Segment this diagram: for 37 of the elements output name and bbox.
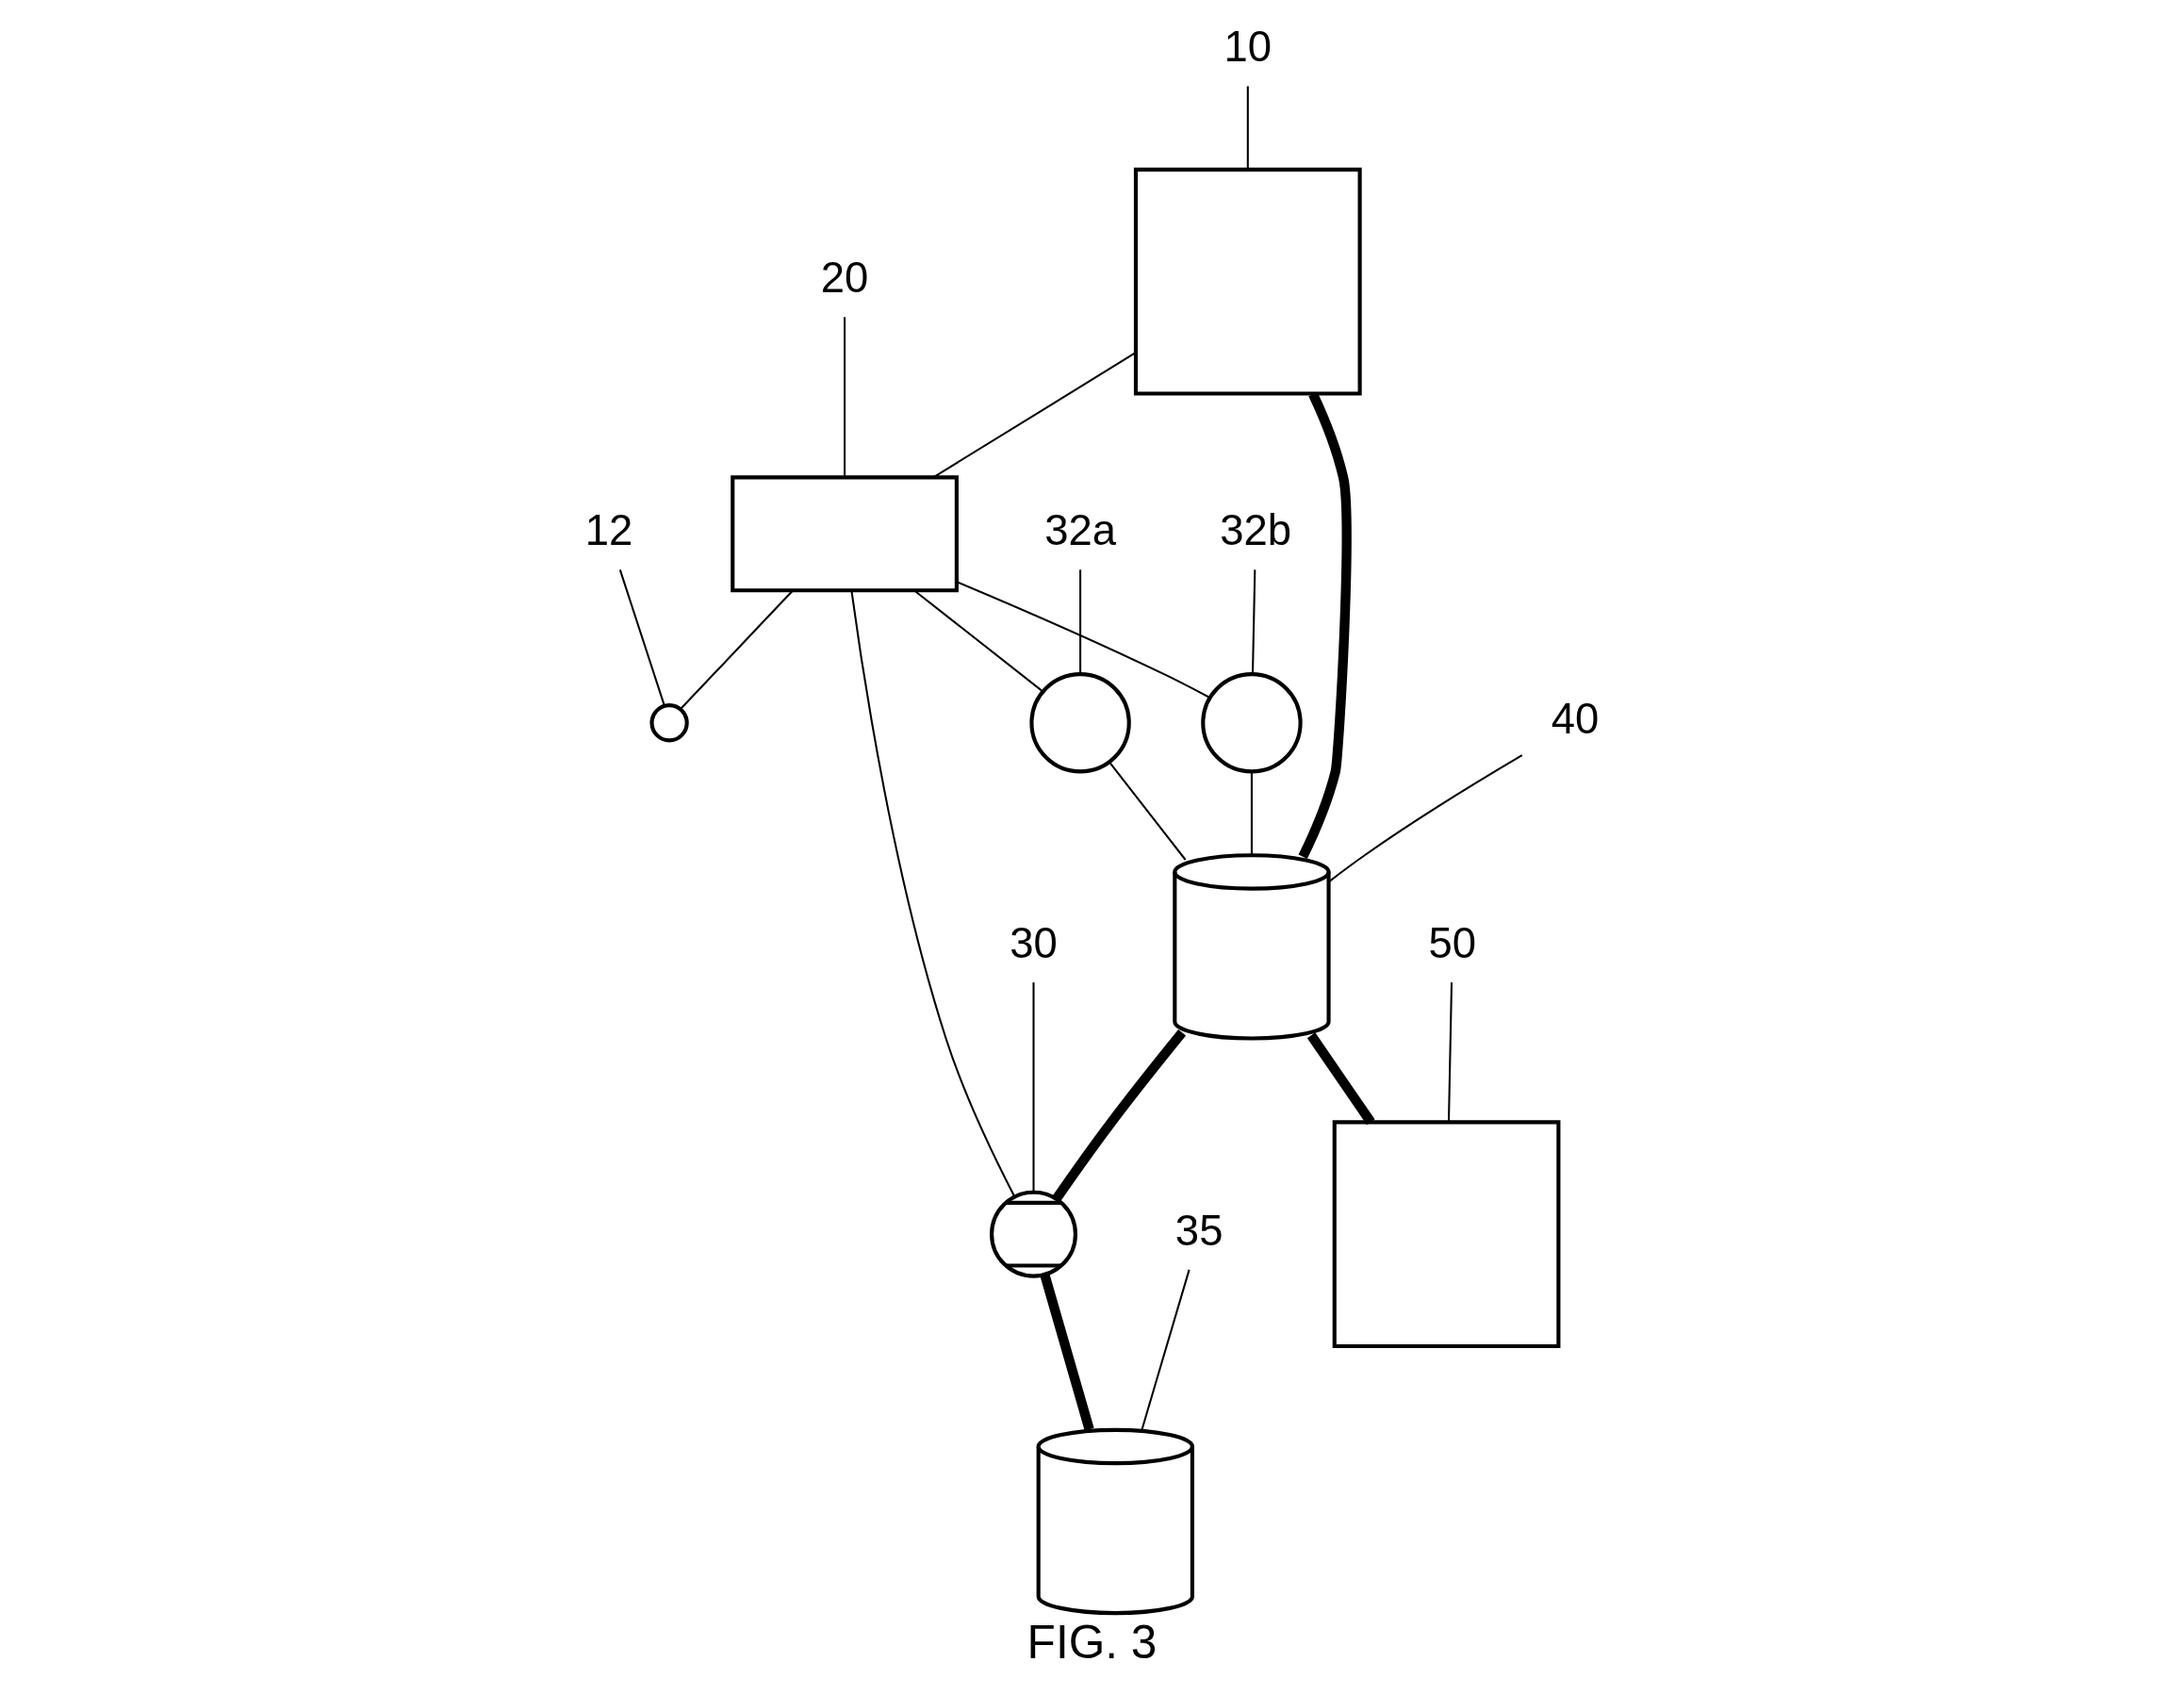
node-text: 10 [1223, 23, 1273, 72]
connector [1328, 754, 1523, 882]
connector [850, 590, 1016, 1197]
connector [1447, 982, 1453, 1122]
connector [957, 581, 1210, 699]
connector [1246, 86, 1249, 170]
node-circle [649, 703, 689, 743]
connector [1108, 761, 1187, 861]
connector [1298, 391, 1352, 859]
node-text: 32a [1044, 505, 1117, 554]
connector [1040, 1273, 1094, 1431]
connector [844, 317, 846, 478]
connector [618, 569, 665, 706]
node-text: 40 [1551, 695, 1600, 744]
node-text: 30 [1010, 918, 1058, 967]
connector [1141, 1269, 1191, 1430]
caption: FIG. 3 [1026, 1616, 1158, 1669]
connector [1251, 569, 1256, 674]
connector [680, 590, 794, 710]
connector [1306, 1032, 1375, 1126]
node-circle [1029, 672, 1131, 774]
node-text: 35 [1174, 1206, 1223, 1255]
connector [1250, 771, 1253, 856]
connector [932, 352, 1137, 479]
node-box [1133, 167, 1362, 396]
connector [913, 589, 1044, 693]
connector [1032, 982, 1035, 1193]
node-box [1332, 1120, 1561, 1349]
node-valve [990, 1190, 1077, 1278]
node-circle [1201, 672, 1303, 774]
node-text: 50 [1428, 918, 1477, 967]
connector [1052, 1029, 1187, 1202]
node-box [731, 475, 959, 593]
connector [1079, 569, 1082, 674]
node-text: 20 [820, 254, 869, 303]
node-text: 12 [584, 505, 633, 554]
node-text: 32b [1220, 505, 1291, 554]
